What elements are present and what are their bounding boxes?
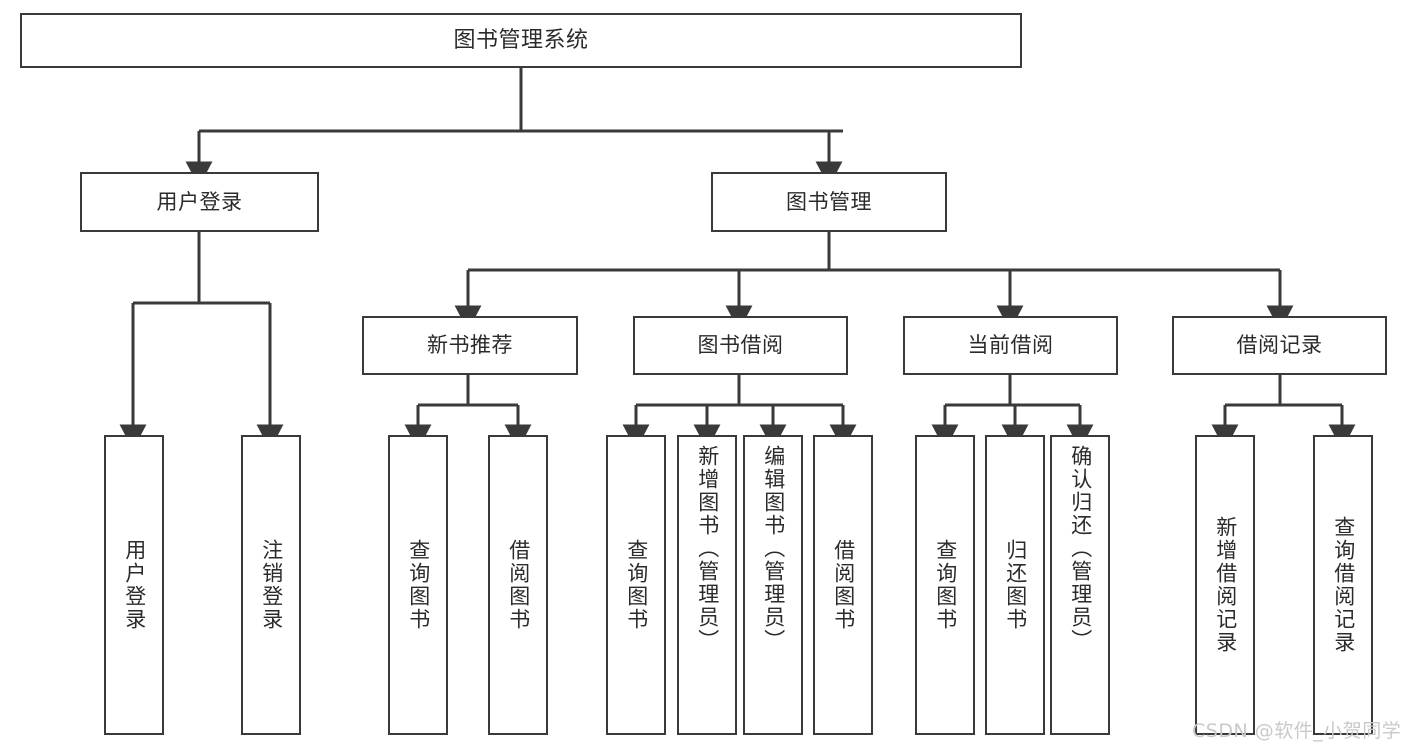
node-leaf-edit-book[interactable]: 编辑图书（管理员） [743,435,803,735]
node-label: 用户登录 [156,189,243,214]
node-label: 查询借阅记录 [1331,516,1356,654]
node-leaf-add-record[interactable]: 新增借阅记录 [1195,435,1255,735]
node-current-borrow[interactable]: 当前借阅 [903,316,1118,375]
node-label: 查询图书 [406,539,431,631]
node-new-book-recommend[interactable]: 新书推荐 [362,316,578,375]
node-user-login[interactable]: 用户登录 [80,172,319,232]
node-label: 图书借阅 [697,333,784,358]
node-leaf-query-book-2[interactable]: 查询图书 [606,435,666,735]
node-label: 归还图书 [1003,539,1028,631]
node-leaf-confirm-return[interactable]: 确认归还（管理员） [1050,435,1110,735]
node-label: 新增借阅记录 [1213,516,1238,654]
node-leaf-return-book[interactable]: 归还图书 [985,435,1045,735]
node-book-borrow[interactable]: 图书借阅 [633,316,848,375]
node-label: 图书管理系统 [453,27,589,53]
node-leaf-query-book-3[interactable]: 查询图书 [915,435,975,735]
node-root-system[interactable]: 图书管理系统 [20,13,1022,68]
csdn-watermark: CSDN @软件_小贺同学 [1192,720,1402,742]
node-leaf-borrow-book-1[interactable]: 借阅图书 [488,435,548,735]
node-borrow-record[interactable]: 借阅记录 [1172,316,1387,375]
node-label: 当前借阅 [967,333,1054,358]
node-label: 新增图书（管理员） [695,445,720,652]
node-label: 注销登录 [259,539,284,631]
node-leaf-add-book[interactable]: 新增图书（管理员） [677,435,737,735]
node-book-manage[interactable]: 图书管理 [711,172,947,232]
node-label: 用户登录 [122,539,147,631]
node-leaf-user-logout[interactable]: 注销登录 [241,435,301,735]
node-leaf-query-book-1[interactable]: 查询图书 [388,435,448,735]
node-label: 查询图书 [933,539,958,631]
node-label: 确认归还（管理员） [1068,445,1093,652]
node-label: 新书推荐 [427,333,513,358]
node-leaf-query-record[interactable]: 查询借阅记录 [1313,435,1373,735]
node-label: 借阅图书 [506,539,531,631]
node-label: 查询图书 [624,539,649,631]
node-label: 借阅记录 [1236,333,1323,358]
node-label: 借阅图书 [831,539,856,631]
node-leaf-borrow-book-2[interactable]: 借阅图书 [813,435,873,735]
node-label: 编辑图书（管理员） [761,445,786,652]
node-label: 图书管理 [786,189,872,214]
node-leaf-user-login[interactable]: 用户登录 [104,435,164,735]
